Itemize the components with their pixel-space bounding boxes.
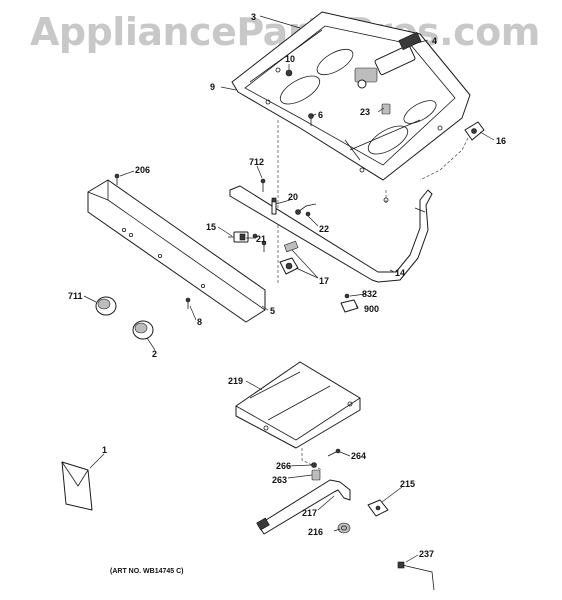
callout-16: 16 — [496, 136, 507, 146]
art-number: (ART NO. WB14745 C) — [110, 568, 184, 575]
burner-tube-217 — [256, 479, 351, 535]
part-264 — [327, 448, 341, 457]
callout-712: 712 — [249, 157, 265, 167]
knob-711 — [95, 296, 117, 316]
callout-206: 206 — [135, 165, 151, 175]
screw-8 — [185, 297, 191, 309]
callout-23: 23 — [360, 107, 371, 117]
manifold-pipe-14 — [229, 185, 433, 283]
callout-10: 10 — [285, 54, 296, 64]
top-valve-assembly — [354, 31, 422, 89]
part-23 — [381, 103, 391, 115]
callout-832: 832 — [362, 289, 378, 299]
bracket-215 — [367, 499, 389, 517]
callout-15: 15 — [206, 222, 217, 232]
callout-900: 900 — [364, 304, 380, 314]
rod-237 — [397, 561, 435, 591]
knob-2 — [132, 320, 154, 340]
valve-15 — [228, 231, 258, 243]
callout-14: 14 — [395, 268, 406, 278]
part-21 — [261, 240, 267, 252]
callout-8: 8 — [197, 317, 203, 327]
callout-3: 3 — [251, 12, 257, 22]
callout-264: 264 — [351, 451, 367, 461]
callout-216: 216 — [308, 527, 324, 537]
leader-lines — [83, 15, 495, 563]
callout-237: 237 — [419, 549, 435, 559]
screw-206 — [114, 173, 120, 185]
callout-215: 215 — [400, 479, 416, 489]
callout-20: 20 — [288, 192, 299, 202]
callout-217: 217 — [302, 508, 318, 518]
bracket-16 — [419, 121, 485, 181]
callout-22: 22 — [319, 224, 330, 234]
callout-17: 17 — [319, 276, 330, 286]
part-6 — [308, 113, 314, 126]
callout-9: 9 — [210, 82, 216, 92]
callout-711: 711 — [68, 291, 83, 301]
callout-266: 266 — [276, 461, 292, 471]
part-832-900 — [340, 293, 359, 313]
bottom-cover-219 — [235, 361, 361, 449]
part-266-263 — [311, 462, 321, 481]
screw-10 — [285, 69, 293, 77]
control-panel-5 — [87, 179, 266, 323]
part-712 — [260, 178, 266, 192]
thermocouple-22 — [295, 203, 317, 217]
callout-1: 1 — [102, 445, 108, 455]
orifice-20 — [271, 197, 277, 215]
callout-2: 2 — [152, 349, 158, 359]
envelope-1 — [61, 461, 93, 511]
part-216 — [337, 522, 351, 534]
callout-4: 4 — [432, 36, 438, 46]
part-17 — [279, 240, 299, 275]
callout-263: 263 — [272, 475, 288, 485]
callout-6: 6 — [318, 110, 324, 120]
callout-21: 21 — [256, 234, 267, 244]
callout-219: 219 — [228, 376, 244, 386]
callout-5: 5 — [270, 306, 276, 316]
